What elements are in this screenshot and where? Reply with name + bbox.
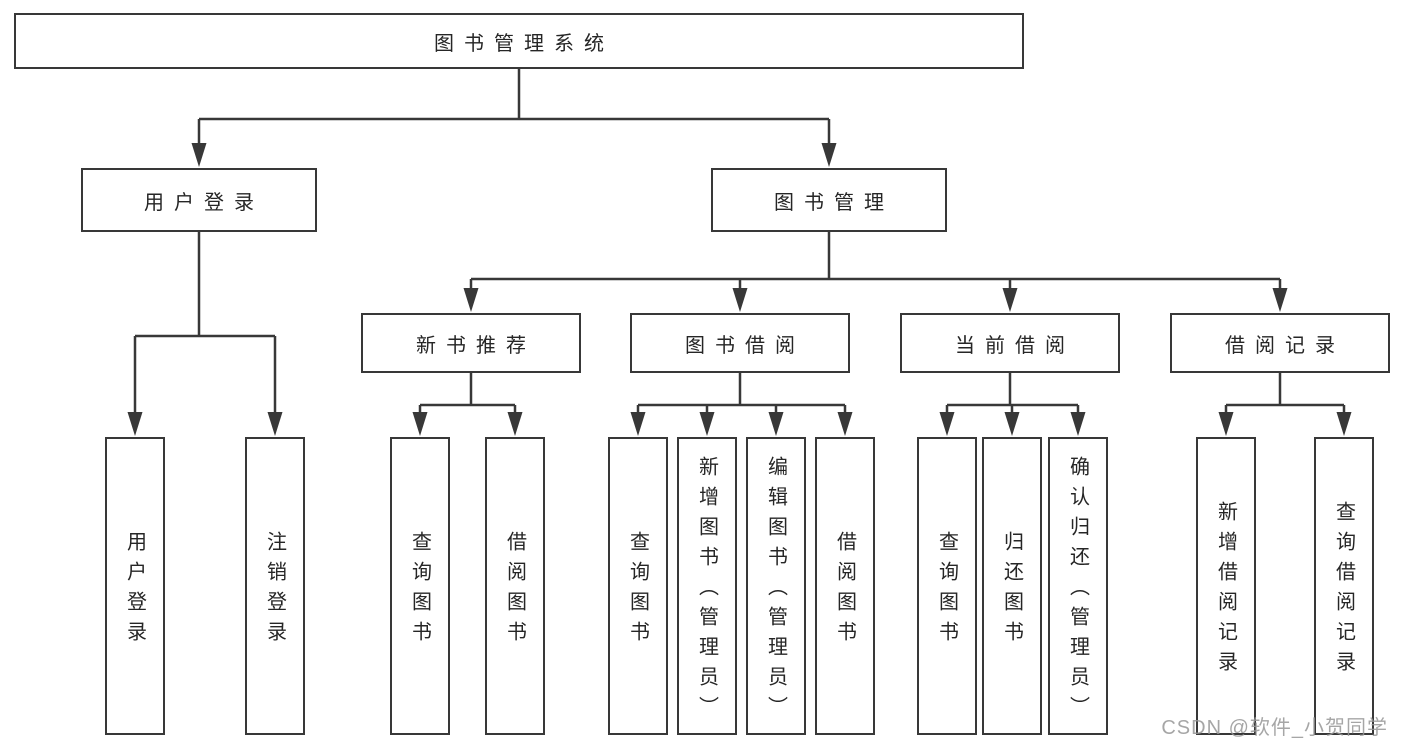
- node-book-borrow: 图书借阅: [630, 313, 850, 373]
- connector-book-management: [469, 232, 1282, 291]
- arrowhead: [768, 412, 784, 436]
- watermark-text: CSDN @软件_小贺同学: [1161, 717, 1388, 739]
- node-new-book-recommend: 新书推荐: [361, 313, 581, 373]
- leaf-query-books-recommend: 查询图书: [390, 437, 450, 735]
- arrowhead: [1218, 412, 1234, 436]
- leaf-return-book: 归还图书: [982, 437, 1042, 735]
- arrowhead: [1002, 288, 1018, 312]
- arrowhead: [821, 143, 837, 167]
- leaf-confirm-return-admin: 确认归还（管理员）: [1048, 437, 1108, 735]
- leaf-add-book-admin: 新增图书（管理员）: [677, 437, 737, 735]
- leaf-borrow-books-recommend: 借阅图书: [485, 437, 545, 735]
- connector-user-login: [133, 232, 277, 412]
- arrowhead: [412, 412, 428, 436]
- leaf-query-books-current: 查询图书: [917, 437, 977, 735]
- arrowhead: [127, 412, 143, 436]
- connector-borrow-records: [1224, 373, 1346, 412]
- node-root: 图书管理系统: [14, 13, 1024, 69]
- arrowhead: [699, 412, 715, 436]
- arrowheads: [127, 143, 1352, 436]
- arrowhead: [939, 412, 955, 436]
- arrowhead: [463, 288, 479, 312]
- arrowhead: [507, 412, 523, 436]
- leaf-query-books-borrow: 查询图书: [608, 437, 668, 735]
- connector-new-book: [418, 373, 517, 412]
- arrowhead: [1070, 412, 1086, 436]
- arrowhead: [267, 412, 283, 436]
- arrowhead: [732, 288, 748, 312]
- arrowhead: [1336, 412, 1352, 436]
- arrowhead: [1272, 288, 1288, 312]
- leaf-add-borrow-record: 新增借阅记录: [1196, 437, 1256, 735]
- arrowhead: [630, 412, 646, 436]
- node-borrow-records: 借阅记录: [1170, 313, 1390, 373]
- node-current-borrow: 当前借阅: [900, 313, 1120, 373]
- arrowhead: [837, 412, 853, 436]
- leaf-query-borrow-record: 查询借阅记录: [1314, 437, 1374, 735]
- connector-root: [197, 69, 831, 146]
- leaf-borrow-books-borrow: 借阅图书: [815, 437, 875, 735]
- arrowhead: [191, 143, 207, 167]
- leaf-logout: 注销登录: [245, 437, 305, 735]
- arrowhead: [1004, 412, 1020, 436]
- connector-current-borrow: [945, 373, 1080, 412]
- connector-book-borrow: [636, 373, 847, 412]
- node-book-management: 图书管理: [711, 168, 947, 232]
- leaf-user-login: 用户登录: [105, 437, 165, 735]
- node-user-login: 用户登录: [81, 168, 317, 232]
- leaf-edit-book-admin: 编辑图书（管理员）: [746, 437, 806, 735]
